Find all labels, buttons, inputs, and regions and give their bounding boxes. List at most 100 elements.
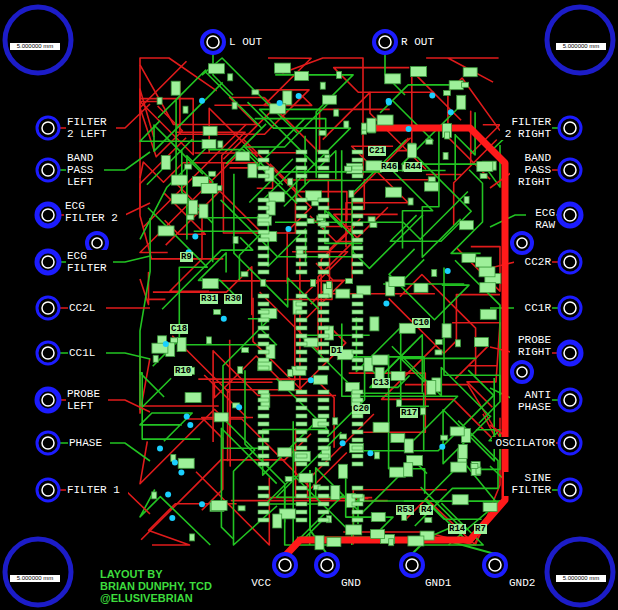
ic-pad bbox=[296, 518, 307, 522]
smd-pad bbox=[371, 513, 385, 522]
smd-pad bbox=[187, 215, 194, 220]
ic-pad bbox=[352, 342, 363, 346]
smd-pad bbox=[371, 530, 385, 539]
ic-pad bbox=[318, 206, 329, 210]
pin-label: VCC bbox=[248, 577, 272, 589]
mounting-hole bbox=[547, 7, 613, 73]
ic-pad bbox=[296, 414, 307, 418]
traces bbox=[59, 53, 559, 556]
ic-pad bbox=[352, 158, 363, 162]
smd-pad bbox=[206, 337, 211, 344]
smd-pad bbox=[346, 525, 362, 535]
smd-pad bbox=[426, 139, 433, 144]
ic-pad bbox=[352, 318, 363, 322]
ic-pad bbox=[352, 398, 363, 402]
pin-label: PROBE RIGHT bbox=[510, 334, 552, 358]
smd-pad bbox=[450, 427, 464, 436]
ic-pad bbox=[296, 334, 307, 338]
ic-pad bbox=[258, 398, 269, 402]
ic-pad bbox=[296, 438, 307, 442]
mounting-hole bbox=[547, 539, 613, 605]
ic-pad bbox=[258, 230, 269, 234]
ic-pad bbox=[318, 518, 329, 522]
ic-pad bbox=[318, 494, 329, 498]
ic-pad bbox=[258, 214, 269, 218]
smd-pad bbox=[202, 279, 218, 289]
copper-trace bbox=[293, 421, 343, 545]
ic-pad bbox=[352, 502, 363, 506]
part-label: C20 bbox=[352, 404, 370, 414]
smd-pad bbox=[248, 164, 257, 178]
copper-trace bbox=[328, 212, 423, 269]
smd-pad bbox=[425, 518, 432, 523]
pad-hole bbox=[564, 347, 576, 359]
pad-hole bbox=[42, 394, 54, 406]
ic-pad bbox=[352, 510, 363, 514]
ic-pad bbox=[258, 262, 269, 266]
via bbox=[429, 93, 435, 99]
pad-hole bbox=[279, 559, 291, 571]
ic-pad bbox=[258, 238, 269, 242]
connector-pad bbox=[401, 554, 423, 576]
smd-pad bbox=[404, 439, 413, 453]
via bbox=[184, 414, 190, 420]
ic-pad bbox=[318, 198, 329, 202]
via bbox=[383, 301, 389, 307]
ic-pad bbox=[318, 222, 329, 226]
copper-trace bbox=[208, 150, 296, 204]
smd-pad bbox=[241, 272, 248, 277]
smd-pad bbox=[408, 536, 424, 546]
part-label: R10 bbox=[174, 366, 192, 376]
ic-pad bbox=[352, 494, 363, 498]
smd-pad bbox=[362, 123, 367, 130]
ic-pad bbox=[296, 430, 307, 434]
smd-pad bbox=[445, 132, 450, 139]
smd-pad bbox=[373, 422, 389, 432]
part-label: R14 bbox=[448, 524, 466, 534]
ic-pad bbox=[352, 214, 363, 218]
pad-hole bbox=[564, 302, 576, 314]
smd-pad bbox=[357, 286, 371, 295]
connector-pad bbox=[37, 389, 59, 411]
via bbox=[199, 501, 205, 507]
connector-pad bbox=[274, 554, 296, 576]
ic-pad bbox=[258, 422, 269, 426]
via bbox=[169, 515, 175, 521]
ic-pad bbox=[258, 358, 269, 362]
copper-trace bbox=[276, 432, 358, 524]
via bbox=[163, 341, 169, 347]
pad-hole bbox=[517, 367, 527, 377]
pad-hole bbox=[564, 209, 576, 221]
ic-pad bbox=[318, 430, 329, 434]
pin-label: CC2L bbox=[68, 302, 106, 314]
copper-trace bbox=[140, 413, 192, 441]
pad-hole bbox=[564, 122, 576, 134]
pin-label: GND1 bbox=[424, 577, 456, 589]
copper-trace bbox=[266, 476, 352, 545]
smd-pad bbox=[190, 534, 195, 541]
ic-pad bbox=[318, 486, 329, 490]
smd-pad bbox=[349, 190, 354, 197]
connector-pad bbox=[37, 251, 59, 273]
ic-pad bbox=[318, 318, 329, 322]
smd-pad bbox=[441, 435, 448, 440]
smd-pad bbox=[349, 444, 363, 453]
copper-trace bbox=[389, 249, 469, 320]
copper-trace bbox=[284, 136, 361, 206]
smd-pads bbox=[152, 63, 501, 550]
ic-pad bbox=[318, 446, 329, 450]
ic-pad bbox=[296, 222, 307, 226]
pad-hole bbox=[42, 302, 54, 314]
smd-pad bbox=[389, 277, 405, 287]
copper-trace bbox=[451, 170, 482, 254]
smd-pad bbox=[377, 115, 393, 125]
ic-pad bbox=[258, 406, 269, 410]
smd-pad bbox=[228, 74, 233, 81]
smd-pad bbox=[299, 473, 313, 482]
copper-trace bbox=[299, 473, 393, 537]
smd-pad bbox=[476, 257, 492, 267]
smd-pad bbox=[334, 109, 339, 116]
ic-pad bbox=[352, 246, 363, 250]
pin-label: GND bbox=[340, 577, 364, 589]
ic-pad bbox=[258, 158, 269, 162]
